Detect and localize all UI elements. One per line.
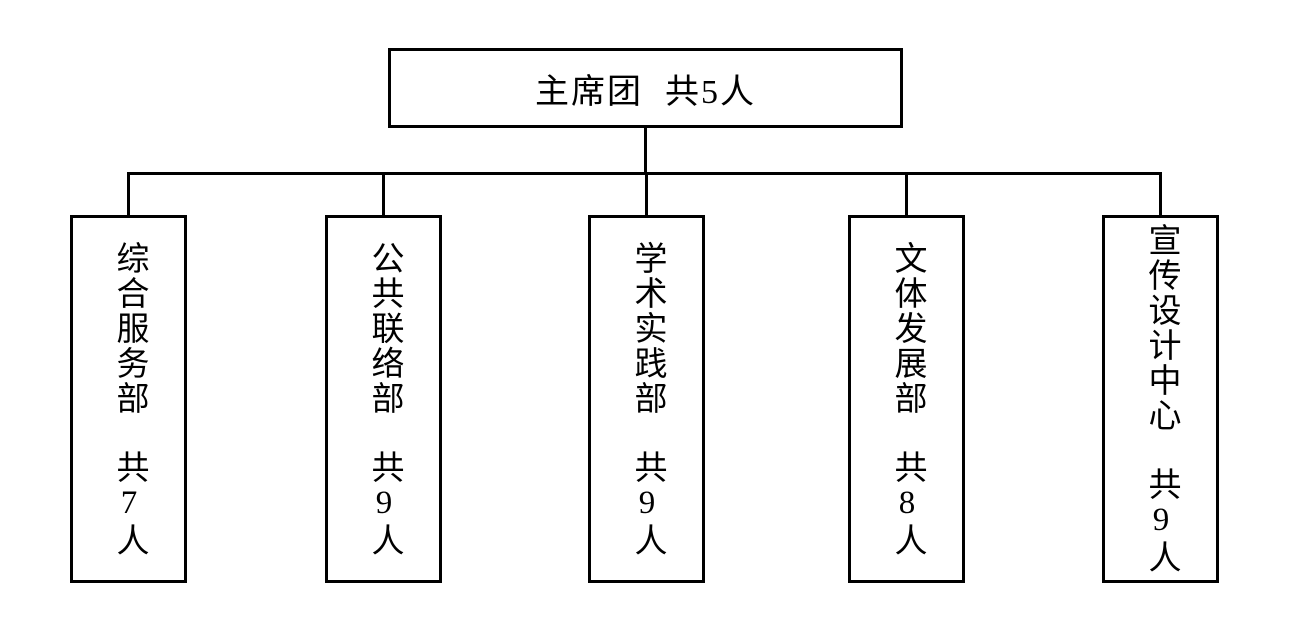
dept-count: 共8人 xyxy=(889,449,925,558)
org-node-dept-2: 公共联络部 共9人 xyxy=(325,215,442,583)
dept-name: 文体发展部 xyxy=(889,240,925,416)
dept-count: 共9人 xyxy=(1143,467,1179,575)
dept-count: 共9人 xyxy=(366,449,402,558)
dept-name: 综合服务部 xyxy=(111,240,147,416)
org-node-dept-5: 宣传设计中心 共9人 xyxy=(1102,215,1219,583)
connector-stub-5 xyxy=(1159,172,1162,215)
connector-stub-2 xyxy=(382,172,385,215)
connector-stub-4 xyxy=(905,172,908,215)
connector-root-drop xyxy=(644,128,647,175)
org-node-dept-1: 综合服务部 共7人 xyxy=(70,215,187,583)
org-node-dept-3: 学术实践部 共9人 xyxy=(588,215,705,583)
org-node-root: 主席团 共5人 xyxy=(388,48,903,128)
org-node-dept-4: 文体发展部 共8人 xyxy=(848,215,965,583)
dept-count: 共7人 xyxy=(111,449,147,558)
dept-count: 共9人 xyxy=(629,449,665,558)
connector-rail xyxy=(127,172,1162,175)
connector-stub-1 xyxy=(127,172,130,215)
root-name: 主席团 xyxy=(535,73,643,111)
dept-name: 宣传设计中心 xyxy=(1143,223,1179,433)
dept-name: 公共联络部 xyxy=(366,240,402,416)
dept-name: 学术实践部 xyxy=(629,240,665,416)
root-count: 共5人 xyxy=(665,73,756,111)
connector-stub-3 xyxy=(645,172,648,215)
